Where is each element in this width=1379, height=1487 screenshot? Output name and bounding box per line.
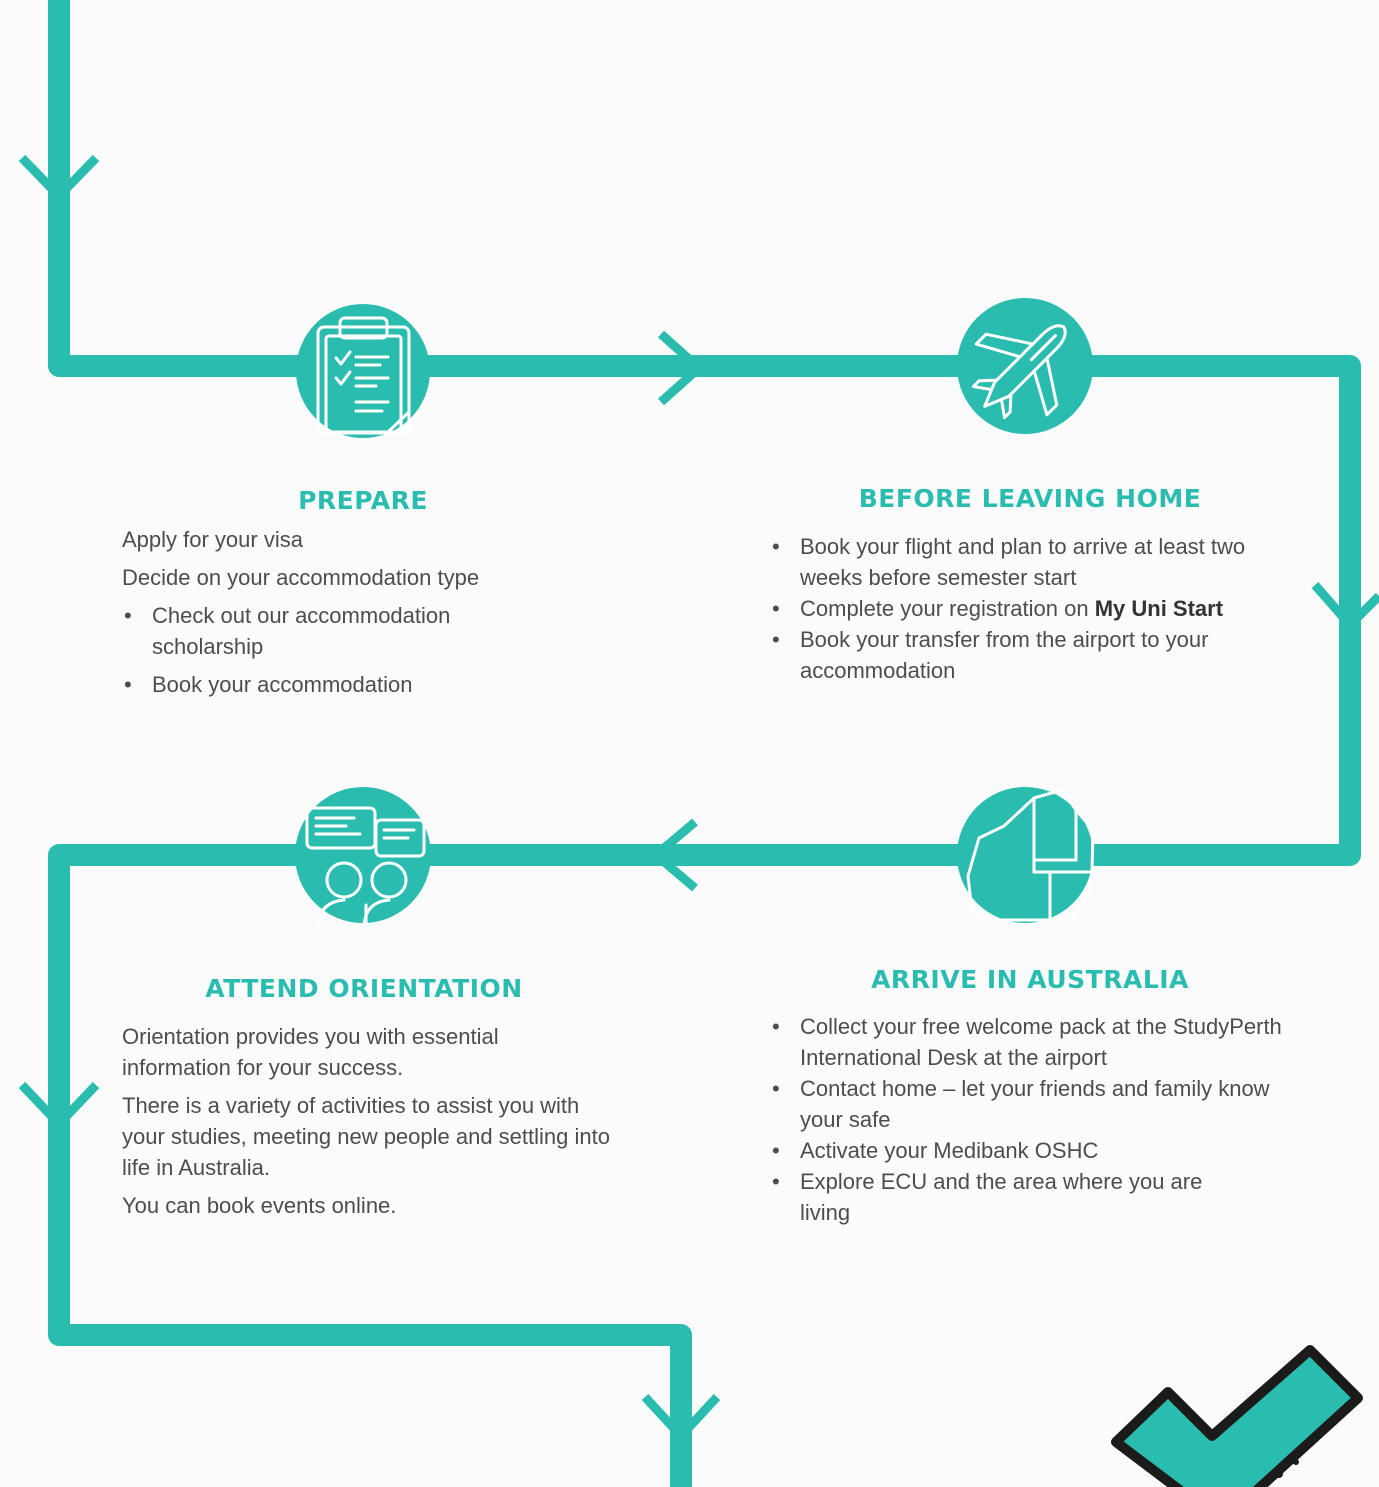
- list-item: Collect your free welcome pack at the St…: [770, 1011, 1300, 1073]
- prepare-line: Apply for your visa: [122, 527, 303, 552]
- step-title-attend-orientation: ATTEND ORIENTATION: [205, 974, 523, 1003]
- chevron-right-icon: [657, 330, 706, 406]
- chevron-down-icon: [1311, 582, 1379, 632]
- people-conversation-icon: [295, 787, 431, 927]
- prepare-bullet-list: Check out our accommodation scholarship …: [122, 600, 522, 707]
- orientation-paragraph: You can book events online.: [122, 1193, 397, 1218]
- step-title-arrive-in-australia: ARRIVE IN AUSTRALIA: [871, 965, 1189, 994]
- australia-map-icon: [957, 787, 1095, 923]
- orientation-paragraph: There is a variety of activities to assi…: [122, 1093, 610, 1180]
- clipboard-checklist-icon: [296, 304, 430, 438]
- list-item: Book your transfer from the airport to y…: [770, 624, 1290, 686]
- chevron-down-icon: [641, 1393, 721, 1443]
- airplane-icon: [957, 298, 1093, 434]
- list-item: Activate your Medibank OSHC: [770, 1135, 1300, 1166]
- checkmark-icon: [1111, 1345, 1363, 1487]
- my-uni-start-label: My Uni Start: [1094, 596, 1224, 621]
- flow-path: [48, 0, 1361, 1487]
- arrive-bullet-list: Collect your free welcome pack at the St…: [770, 1011, 1300, 1228]
- step-title-prepare: PREPARE: [298, 486, 428, 515]
- chevron-down-icon: [18, 154, 100, 203]
- list-item: Contact home – let your friends and fami…: [770, 1073, 1300, 1135]
- chevron-left-icon: [649, 818, 698, 892]
- orientation-paragraph: Orientation provides you with essential …: [122, 1024, 499, 1080]
- before-leaving-bullet-list: Book your flight and plan to arrive at l…: [770, 531, 1290, 686]
- list-item: Explore ECU and the area where you are l…: [770, 1166, 1220, 1228]
- list-item: Book your flight and plan to arrive at l…: [770, 531, 1290, 593]
- list-item: Check out our accommodation scholarship: [122, 600, 522, 662]
- list-item: Book your accommodation: [122, 669, 522, 700]
- list-item: Complete your registration on My Uni Sta…: [770, 593, 1290, 624]
- step-title-before-leaving-home: BEFORE LEAVING HOME: [858, 484, 1202, 513]
- chevron-down-icon: [18, 1081, 100, 1131]
- list-item-text: Complete your registration on: [800, 596, 1095, 621]
- prepare-line: Decide on your accommodation type: [122, 565, 480, 590]
